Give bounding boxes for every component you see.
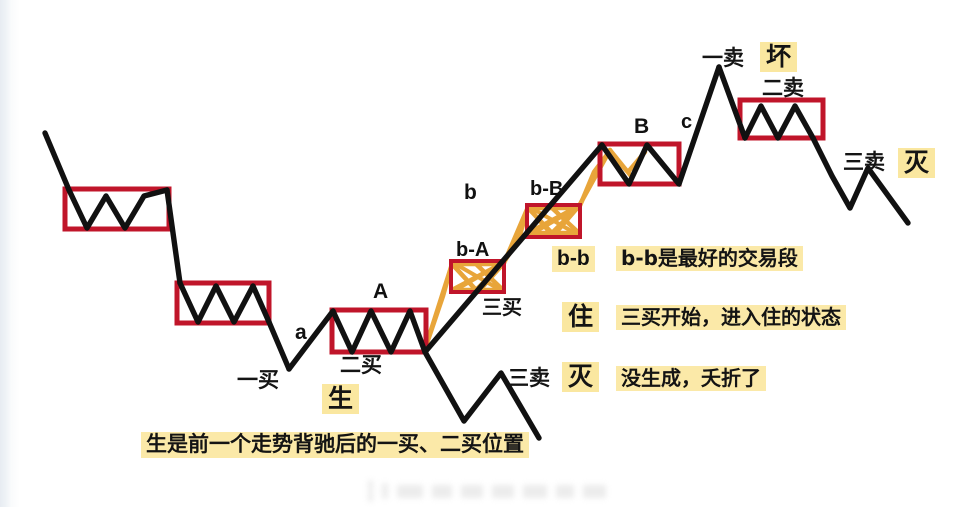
label-b-A: b-A	[456, 239, 490, 261]
label-first-sell: 一卖	[702, 46, 744, 70]
box-2-consolidation	[174, 280, 272, 326]
label-b-B: b-B	[530, 178, 564, 200]
note-bottom-summary: 生是前一个走势背驰后的一买、二买位置	[141, 432, 529, 458]
label-B-wave: B	[634, 115, 650, 138]
segment-c-rally	[676, 64, 722, 187]
segment-final-decline	[810, 135, 911, 226]
segment-open-decline	[42, 130, 72, 193]
badge-mie-right: 灭	[898, 148, 936, 178]
watermark-smudge	[368, 478, 606, 504]
label-c-wave: c	[681, 111, 693, 133]
label-A-wave: A	[373, 280, 389, 303]
box-B	[597, 141, 682, 187]
zigzag-box-B	[599, 142, 682, 187]
badge-bad: 坏	[760, 42, 798, 72]
badge-sheng: 生	[322, 384, 360, 414]
label-third-buy: 三买	[482, 295, 522, 319]
label-first-buy: 一买	[237, 368, 279, 392]
segment-decline-to-first-buy	[266, 319, 292, 372]
label-third-sell-mid: 三卖	[508, 366, 550, 390]
zigzag-box-A	[330, 308, 428, 355]
label-b-wave: b	[464, 181, 477, 204]
segment-decline-2	[164, 187, 183, 286]
box-A	[329, 307, 429, 355]
note-zhu: 三买开始，进入住的状态	[616, 305, 846, 330]
badge-bb-tag: b-b	[552, 246, 595, 272]
left-edge-band-fade	[12, 0, 20, 507]
sub-box-crosshatch	[450, 204, 582, 294]
segment-failed-decline	[422, 349, 542, 441]
label-second-sell: 二卖	[762, 76, 804, 100]
price-line-group	[42, 64, 911, 441]
label-third-sell-right: 三卖	[843, 150, 885, 174]
segment-b-rally	[422, 142, 605, 355]
left-edge-band	[0, 0, 12, 507]
zigzag-box-second-sell	[742, 103, 816, 141]
badge-zhu-tag: 住	[562, 302, 600, 332]
note-mie: 没生成，夭折了	[616, 366, 766, 391]
zigzag-box-1	[66, 187, 170, 231]
label-second-buy: 二买	[340, 353, 382, 377]
note-bb: b-b是最好的交易段	[616, 246, 803, 271]
segment-top-decline	[716, 64, 748, 141]
segment-a-rally	[286, 308, 336, 372]
zigzag-box-2	[177, 280, 272, 325]
badge-mie-mid: 灭	[562, 362, 600, 392]
label-a-wave: a	[295, 321, 307, 344]
